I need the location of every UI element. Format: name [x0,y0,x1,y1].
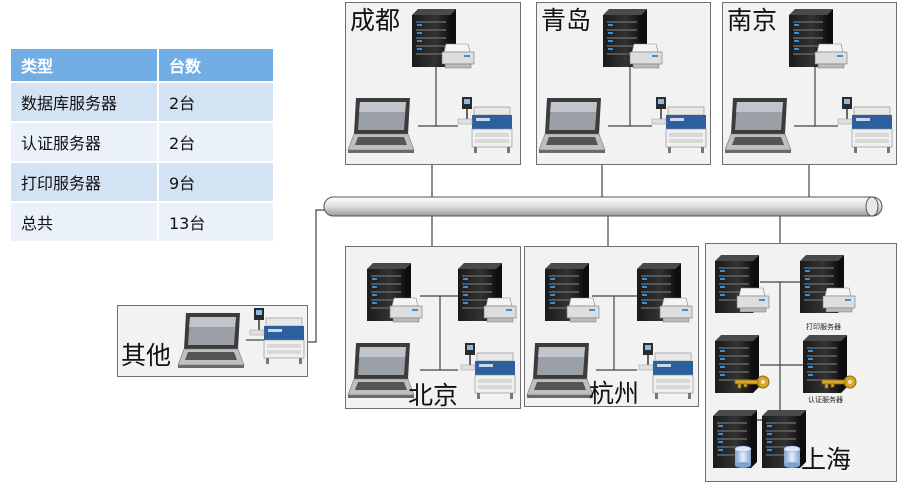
print-server-caption: 打印服务器 [806,323,841,331]
cell-count: 13台 [159,203,273,241]
site-label-other: 其他 [121,341,172,370]
cell-type: 数据库服务器 [11,83,157,121]
site-label-beijing: 北京 [408,381,459,410]
cell-type: 总共 [11,203,157,241]
connection-lines [246,65,838,421]
site-label-nanjing: 南京 [727,6,778,35]
cell-type: 认证服务器 [11,123,157,161]
cell-count: 2台 [159,83,273,121]
table-row: 数据库服务器 2台 [11,83,273,121]
other-devices [177,307,305,369]
beijing-devices [347,263,517,400]
site-label-hangzhou: 杭州 [589,379,640,408]
shanghai-devices [713,255,857,469]
network-bus [323,196,883,217]
site-label-chengdu: 成都 [350,6,401,35]
auth-server-caption: 认证服务器 [808,396,843,404]
header-type: 类型 [11,49,157,81]
table-row: 认证服务器 2台 [11,123,273,161]
cell-count: 9台 [159,163,273,201]
site-label-shanghai: 上海 [801,445,852,474]
device-count-table: 类型 台数 数据库服务器 2台 认证服务器 2台 打印服务器 9台 总共 13台 [9,47,275,243]
cell-type: 打印服务器 [11,163,157,201]
table-header-row: 类型 台数 [11,49,273,81]
site-label-qingdao: 青岛 [541,6,592,35]
cell-count: 2台 [159,123,273,161]
header-count: 台数 [159,49,273,81]
table-row: 总共 13台 [11,203,273,241]
table-row: 打印服务器 9台 [11,163,273,201]
